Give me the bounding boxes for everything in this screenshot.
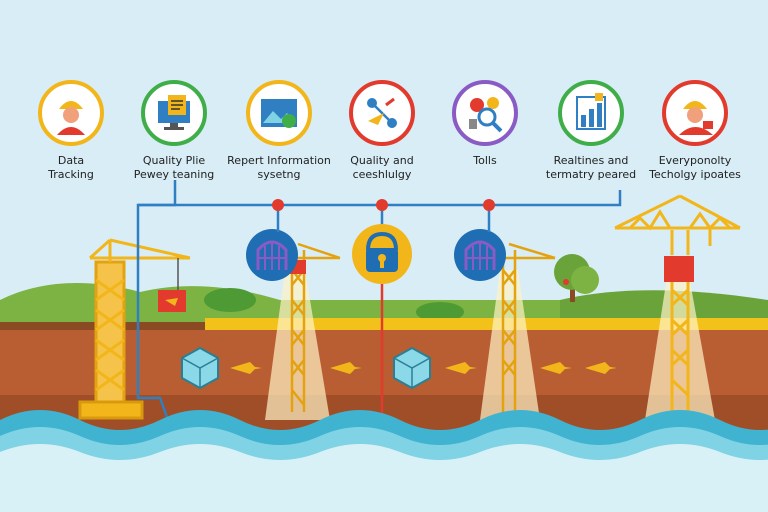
water-waves xyxy=(0,410,768,512)
crane-cab xyxy=(664,256,694,282)
worker-icon xyxy=(38,80,104,146)
crane-hook xyxy=(158,258,186,312)
bar-chart-icon xyxy=(558,80,624,146)
light-beams xyxy=(265,270,715,420)
bush xyxy=(416,302,464,322)
crystal-icon xyxy=(181,346,219,390)
computer-document-icon xyxy=(141,80,207,146)
tree xyxy=(554,254,599,302)
network-nodes-icon xyxy=(349,80,415,146)
landscape-image-icon xyxy=(246,80,312,146)
flow-arrows xyxy=(230,362,617,374)
crane-tower-right xyxy=(614,194,741,412)
connector-node xyxy=(376,199,388,211)
window-grid-icon xyxy=(246,229,298,281)
crane-tower-left xyxy=(78,238,191,420)
worker-icon xyxy=(662,80,728,146)
padlock-icon xyxy=(352,224,412,284)
search-gears-icon xyxy=(452,80,518,146)
connector-node xyxy=(272,199,284,211)
topic-label: Tolls xyxy=(473,154,497,167)
window-grid-icon xyxy=(454,229,506,281)
crystal-icon xyxy=(393,346,431,390)
topic-tolls[interactable]: Tolls xyxy=(430,80,540,168)
bush xyxy=(204,288,256,312)
connector-node xyxy=(483,199,495,211)
crane-tower xyxy=(270,242,341,412)
